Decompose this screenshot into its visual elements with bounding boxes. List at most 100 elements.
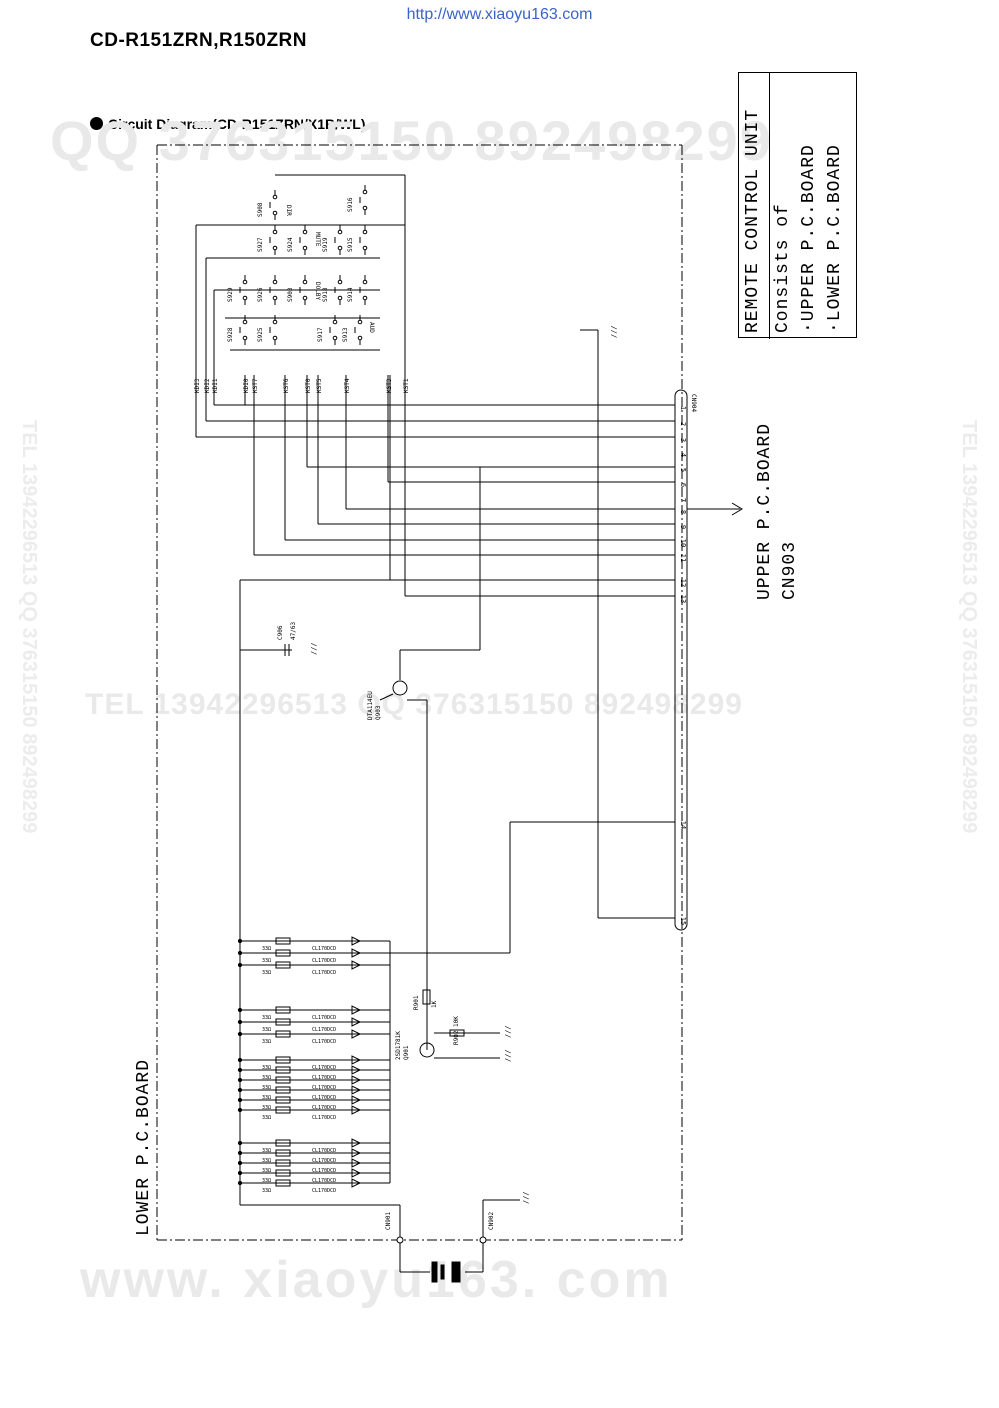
switch-ref-label: S917 [317, 327, 324, 342]
led-resistor [275, 1006, 291, 1014]
connector-pin-label: 1 [679, 406, 687, 410]
legend-box: REMOTE CONTROL UNIT Consists of ·UPPER P… [738, 72, 857, 339]
led-type-label: CL170DCD [312, 1027, 336, 1033]
resistor-value-label: 33Ω [262, 1188, 271, 1194]
watermark-top: QQ 376315150 892498299 [50, 109, 773, 172]
led-resistor [275, 1018, 291, 1026]
switch-contact [302, 245, 308, 251]
led-type-label: CL170DCD [312, 1158, 336, 1164]
junction-dot [237, 1107, 243, 1113]
led-type-label: CL170DCD [312, 1085, 336, 1091]
resistor-value-label: 33Ω [262, 946, 271, 952]
key-line-label: KDI3 [194, 378, 201, 393]
switch-ref-label: S908 [257, 202, 264, 217]
switch-contact [242, 319, 248, 325]
led-type-label: CL170DCD [312, 1105, 336, 1111]
led-resistor [275, 1030, 291, 1038]
connector-cn904 [674, 389, 688, 931]
led-diode [351, 1148, 362, 1158]
switch [334, 275, 343, 305]
resistor-r901 [422, 989, 431, 1005]
diagram-title-text: Circuit Diagram(CD-R151ZRN/X1B/WL) [108, 116, 366, 132]
switch-function-label: DOLBY [314, 282, 321, 300]
switch-contact [362, 295, 368, 301]
switch-ref-label: S929 [227, 287, 234, 302]
junction-dot [237, 1019, 243, 1025]
led-diode [351, 1178, 362, 1188]
switch-contact [337, 245, 343, 251]
switch-contact [272, 210, 278, 216]
ground-symbol: /// [610, 325, 618, 338]
switch-contact [272, 295, 278, 301]
led-resistor [275, 1179, 291, 1187]
switch-contact [337, 229, 343, 235]
junction-dot [237, 950, 243, 956]
led-diode [351, 1075, 362, 1085]
bullet-icon [90, 117, 103, 130]
switch-contact [362, 229, 368, 235]
q903-ref-label: Q903 [375, 705, 382, 720]
junction-dot [237, 1097, 243, 1103]
switch-ref-label: S913 [342, 327, 349, 342]
led-type-label: CL170DCD [312, 1148, 336, 1154]
connector-cn904-label: CN904 [690, 394, 697, 412]
led-diode [351, 948, 362, 958]
watermark-middle: TEL 13942296513 QQ 376315150 892498299 [85, 688, 743, 721]
ground-symbol: /// [310, 642, 318, 655]
connector-pin-label: 6 [679, 483, 687, 487]
connector-cn901 [396, 1236, 404, 1244]
switch-ref-label: S925 [257, 327, 264, 342]
connector-pin-label: 8 [679, 510, 687, 514]
led-diode [351, 1055, 362, 1065]
led-resistor [275, 961, 291, 969]
switch-contact [337, 279, 343, 285]
led-diode [351, 1065, 362, 1075]
r902-label: R902 10K [453, 1016, 460, 1045]
resistor-value-label: 33Ω [262, 970, 271, 976]
led-resistor [275, 937, 291, 945]
junction-dot [237, 938, 243, 944]
switch-contact [272, 229, 278, 235]
switch-ref-label: S919 [322, 237, 329, 252]
switch-contact [272, 194, 278, 200]
switch-ref-label: S903 [287, 287, 294, 302]
resistor-value-label: 33Ω [262, 1027, 271, 1033]
led-resistor [275, 1159, 291, 1167]
ground-symbol: /// [504, 1049, 512, 1062]
switch-contact [242, 295, 248, 301]
switch [269, 275, 278, 305]
watermark-bottom: www. xiaoyu163. com [80, 1251, 673, 1309]
resistor-value-label: 33Ω [262, 1168, 271, 1174]
key-line-label: KST6 [283, 378, 290, 393]
resistor-value-label: 33Ω [262, 1095, 271, 1101]
connector-pin-label: 3 [679, 438, 687, 442]
diagram-title: Circuit Diagram(CD-R151ZRN/X1B/WL) [90, 116, 365, 132]
led-resistor [275, 1139, 291, 1147]
resistor-value-label: 33Ω [262, 958, 271, 964]
switch-contact [242, 279, 248, 285]
switch-ref-label: S927 [257, 237, 264, 252]
led-diode [351, 1029, 362, 1039]
switch-contact [357, 319, 363, 325]
switch-contact [272, 279, 278, 285]
resistor-value-label: 33Ω [262, 1065, 271, 1071]
resistor-value-label: 33Ω [262, 1075, 271, 1081]
switch-contact [272, 245, 278, 251]
connector-pin-label: 15 [679, 917, 687, 925]
led-type-label: CL170DCD [312, 1015, 336, 1021]
resistor-value-label: 33Ω [262, 1039, 271, 1045]
switch [359, 225, 368, 255]
switch-contact [332, 319, 338, 325]
switch-ref-label: S926 [257, 287, 264, 302]
switch-function-label: MUTE [314, 232, 321, 247]
key-line-label: KDI2 [204, 378, 211, 393]
switch [269, 225, 278, 255]
key-line-label: KST5 [316, 378, 323, 393]
led-diode [351, 1095, 362, 1105]
header-url[interactable]: http://www.xiaoyu163.com [406, 6, 593, 23]
r901-ref-label: R901 [413, 995, 420, 1010]
led-type-label: CL170DCD [312, 1095, 336, 1101]
led-type-label: CL170DCD [312, 946, 336, 952]
key-line-label: KST4 [344, 378, 351, 393]
